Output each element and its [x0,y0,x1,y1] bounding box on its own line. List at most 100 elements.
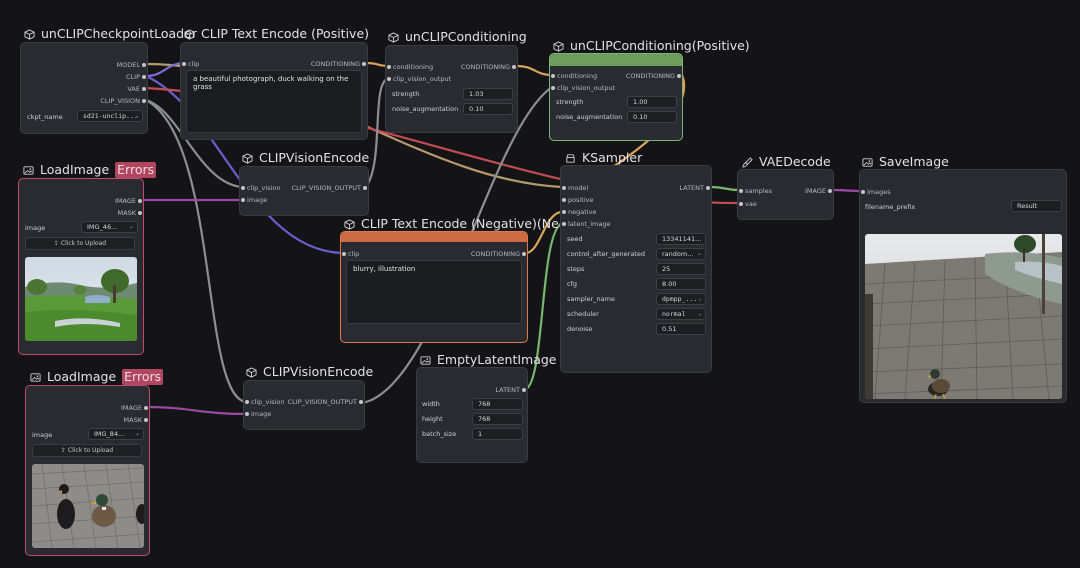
vae-decode-title[interactable]: VAEDecode [742,154,831,170]
input-conditioning[interactable]: conditioning [386,63,434,71]
ckpt-loader-title[interactable]: unCLIPCheckpointLoader [24,26,197,42]
image-select[interactable]: IMG_46... ⌄ [81,221,138,233]
noise-augmentation-input[interactable]: 0.10 [627,111,677,123]
strength-input[interactable]: 1.03 [463,88,513,100]
input-clip[interactable]: clip [181,60,200,68]
clip-vision2-title[interactable]: CLIPVisionEncode [246,364,373,380]
node-color-header [341,232,527,242]
clip-pos-node[interactable]: clip CONDITIONING a beautiful photograph… [180,42,368,140]
ckpt-name-select[interactable]: sd21-unclip... ⌄ [77,110,143,122]
save-image-title[interactable]: SaveImage [862,154,949,170]
height-input[interactable]: 768 [472,413,523,425]
clip-neg-title[interactable]: CLIP Text Encode (Negative)(Negative) [344,216,603,232]
input-model[interactable]: model [561,184,589,192]
width-input[interactable]: 768 [472,398,523,410]
unclip-cond1-node[interactable]: conditioning clip_vision_output CONDITIO… [385,45,518,133]
upload-button[interactable]: ⇪ Click to Upload [32,444,142,457]
strength-input[interactable]: 1.00 [627,96,677,108]
input-clip-vision[interactable]: clip_vision [241,184,281,192]
sampler-name-label: sampler_name [567,295,615,303]
input-images[interactable]: images [861,188,891,196]
input-clip-vision-output[interactable]: clip_vision_output [386,75,452,83]
input-positive[interactable]: positive [562,196,594,204]
output-vae[interactable]: VAE [127,85,146,93]
output-clip-vision-output[interactable]: CLIP_VISION_OUTPUT [287,398,364,406]
scheduler-value: normal [662,310,686,318]
input-image[interactable]: image [240,196,268,204]
output-latent[interactable]: LATENT [679,184,710,192]
negative-prompt-textarea[interactable]: blurry, illustration [346,260,522,324]
image-select-label: image [32,431,53,439]
chevron-down-icon: ⌄ [135,112,139,119]
output-model[interactable]: MODEL [116,61,147,69]
batch-size-input[interactable]: 1 [472,428,523,440]
clip-pos-title[interactable]: CLIP Text Encode (Positive) [184,26,369,42]
output-image[interactable]: IMAGE [114,197,143,205]
image-select[interactable]: IMG_84... ⌄ [88,428,144,440]
control-after-generated-select[interactable]: random...⌄ [656,248,706,260]
output-clip-vision[interactable]: CLIP_VISION [100,97,146,105]
image-icon [862,157,873,167]
output-conditioning[interactable]: CONDITIONING [625,72,682,80]
error-badge[interactable]: Errors [115,162,157,178]
unclip-cond1-title[interactable]: unCLIPConditioning [388,29,527,45]
input-conditioning[interactable]: conditioning [550,72,598,80]
cfg-label: cfg [567,280,577,288]
output-mask[interactable]: MASK [117,209,143,217]
load-image2-node[interactable]: IMAGE MASK image IMG_84... ⌄ ⇪ Click to … [25,385,150,556]
steps-input[interactable]: 25 [656,263,706,275]
node-title-text: KSampler [582,150,643,165]
ducks-image [32,464,144,548]
output-clip-vision-output[interactable]: CLIP_VISION_OUTPUT [291,184,368,192]
scheduler-select[interactable]: normal⌄ [656,308,706,320]
clip-vision2-node[interactable]: clip_vision image CLIP_VISION_OUTPUT [243,380,365,430]
wire-image-2 [144,405,249,416]
input-vae[interactable]: vae [739,200,757,208]
output-clip[interactable]: CLIP [126,73,146,81]
ckpt-loader-node[interactable]: MODEL CLIP VAE CLIP_VISION ckpt_name sd2… [20,42,148,134]
vae-decode-node[interactable]: samples vae IMAGE [737,169,834,220]
input-clip-vision[interactable]: clip_vision [245,398,285,406]
empty-latent-title[interactable]: EmptyLatentImage [420,352,557,368]
denoise-input[interactable]: 0.51 [656,323,706,335]
strength-label: strength [392,90,420,98]
clip-neg-node[interactable]: clip CONDITIONING blurry, illustration [340,231,528,343]
output-image[interactable]: IMAGE [804,187,833,195]
save-image-node[interactable]: images filename_prefix Result [859,169,1067,403]
cfg-input[interactable]: 8.00 [656,278,706,290]
input-image[interactable]: image [244,410,272,418]
cube-icon [242,152,253,164]
input-latent-image[interactable]: latent_image [562,220,611,228]
output-latent[interactable]: LATENT [495,386,526,394]
output-image[interactable]: IMAGE [120,404,149,412]
load-image2-title[interactable]: LoadImage Errors [30,369,164,385]
clip-vision1-title[interactable]: CLIPVisionEncode [242,150,369,166]
sampler-name-select[interactable]: dpmpp_...⌄ [656,293,706,305]
strength-value: 1.00 [633,98,648,106]
empty-latent-node[interactable]: LATENT width 768 height 768 batch_size 1 [416,367,528,463]
input-clip[interactable]: clip [341,250,360,258]
load-image1-title[interactable]: LoadImage Errors [23,162,157,178]
positive-prompt-textarea[interactable]: a beautiful photograph, duck walking on … [186,70,362,133]
upload-button[interactable]: ⇪ Click to Upload [25,237,135,250]
load-image1-node[interactable]: IMAGE MASK image IMG_46... ⌄ ⇪ Click to … [18,178,144,355]
output-conditioning[interactable]: CONDITIONING [310,60,367,68]
unclip-cond2-title[interactable]: unCLIPConditioning(Positive) [553,38,750,54]
sampler-icon [566,153,575,163]
noise-augmentation-input[interactable]: 0.10 [463,103,513,115]
sampler-name-value: dpmpp_... [662,295,698,303]
ksampler-title[interactable]: KSampler [565,150,642,166]
input-clip-vision-output[interactable]: clip_vision_output [550,84,616,92]
error-badge[interactable]: Errors [122,369,164,385]
output-conditioning[interactable]: CONDITIONING [460,63,517,71]
output-conditioning[interactable]: CONDITIONING [470,250,527,258]
node-title-text: EmptyLatentImage [437,352,557,367]
ksampler-node[interactable]: model positive negative latent_image LAT… [560,165,712,373]
filename-prefix-input[interactable]: Result [1011,200,1062,212]
seed-input[interactable]: 13341141... [656,233,706,245]
input-negative[interactable]: negative [561,208,597,216]
unclip-cond2-node[interactable]: conditioning clip_vision_output CONDITIO… [549,53,683,141]
output-mask[interactable]: MASK [123,416,149,424]
clip-vision1-node[interactable]: clip_vision image CLIP_VISION_OUTPUT [239,166,369,216]
input-samples[interactable]: samples [738,187,773,195]
